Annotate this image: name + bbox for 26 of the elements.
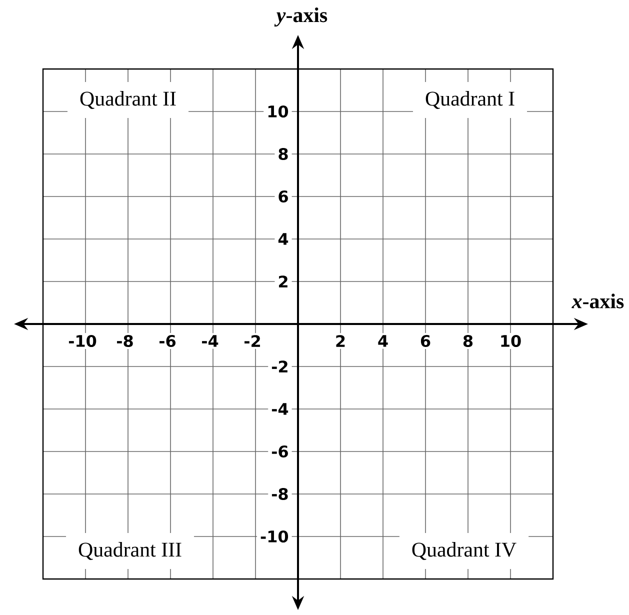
tick-label: 10 [496, 332, 525, 350]
tick-label: -4 [268, 401, 292, 417]
tick-label: -10 [257, 528, 292, 545]
tick-label: -2 [240, 333, 264, 349]
quadrant-label: Quadrant II [68, 82, 188, 118]
tick-label: 4 [274, 231, 292, 247]
tick-label: -2 [268, 358, 292, 374]
tick-label: 6 [416, 332, 434, 350]
axis-label: y-axis [274, 7, 328, 27]
quadrant-label: Quadrant IV [399, 533, 529, 569]
tick-label: 8 [459, 332, 477, 350]
tick-label: 10 [264, 103, 292, 120]
quadrant-label: Quadrant I [412, 82, 528, 118]
tick-label: 8 [274, 146, 292, 162]
tick-label: -6 [268, 443, 292, 460]
tick-label: -8 [268, 486, 292, 502]
tick-label: 4 [374, 333, 392, 349]
tick-label: -6 [156, 332, 180, 350]
tick-label: -10 [65, 332, 100, 350]
tick-label: -8 [113, 332, 137, 350]
tick-label: 6 [274, 188, 292, 205]
tick-label: 2 [332, 333, 350, 349]
tick-label: 2 [274, 274, 292, 290]
tick-label: -4 [198, 333, 222, 349]
quadrant-label: Quadrant III [66, 533, 194, 569]
axis-label: x-axis [572, 294, 624, 308]
